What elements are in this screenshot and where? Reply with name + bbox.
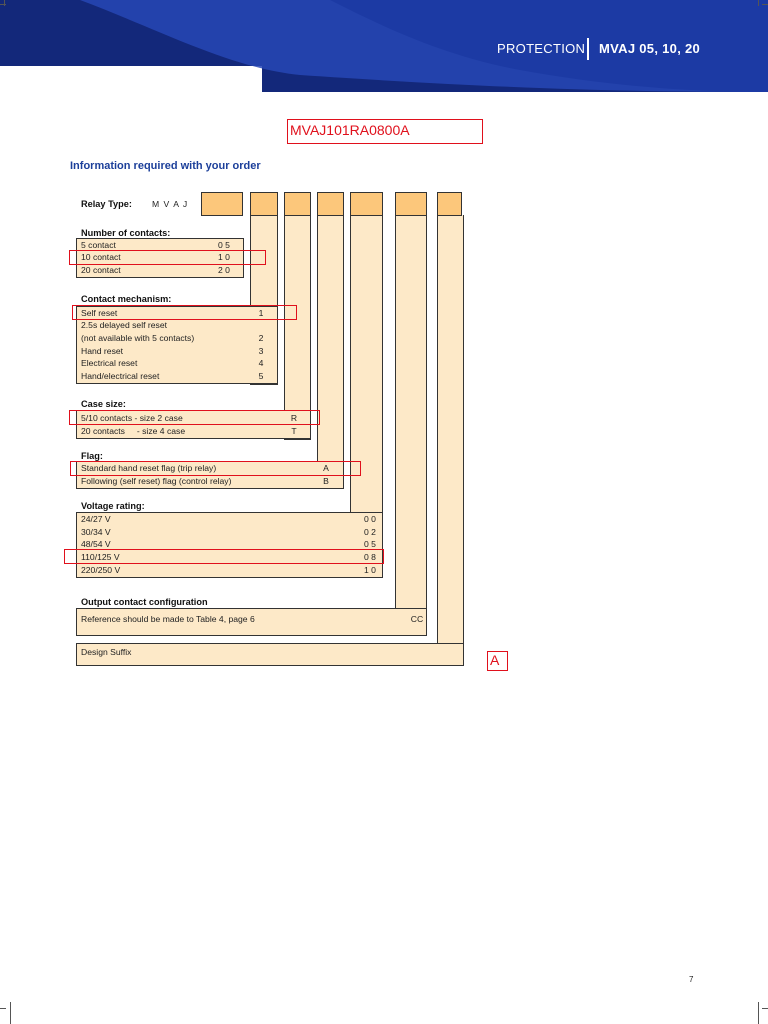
relay-type-label: Relay Type:: [81, 199, 132, 209]
case-item-label: 20 contacts - size 4 case: [81, 426, 186, 436]
highlight-flag: [70, 461, 361, 476]
section-title: Information required with your order: [70, 160, 261, 172]
mechanism-item-code: 4: [258, 358, 264, 368]
header-divider: [587, 38, 589, 60]
mechanism-item-code: 1: [258, 308, 264, 318]
suffix-label: Design Suffix: [81, 647, 132, 657]
suffix-box: [76, 643, 464, 666]
code-slot-voltage: [350, 192, 383, 216]
crop-mark: [4, 0, 5, 6]
contacts-item-label: 10 contact: [81, 252, 121, 262]
code-slot-output: [395, 192, 427, 216]
order-code-text: MVAJ101RA0800A: [290, 122, 410, 138]
highlight-mechanism: [72, 305, 297, 320]
highlight-voltage: [64, 549, 384, 564]
relay-type-value: M V A J: [152, 199, 189, 209]
code-slot-flag: [317, 192, 344, 216]
code-slot-case: [284, 192, 311, 216]
flag-item-label: Following (self reset) flag (control rel…: [81, 476, 232, 486]
flag-item-code: A: [323, 463, 329, 473]
contacts-box: [76, 238, 244, 278]
header-product: MVAJ 05, 10, 20: [599, 41, 701, 56]
column-flag: [317, 215, 344, 489]
crop-mark: [762, 4, 768, 5]
output-box: [76, 608, 427, 636]
crop-mark: [0, 4, 6, 5]
voltage-item-label: 220/250 V: [81, 565, 121, 575]
suffix-annotation-text: A: [490, 652, 500, 668]
crop-mark: [758, 1002, 759, 1024]
flag-heading: Flag:: [81, 451, 103, 461]
voltage-item-label: 110/125 V: [81, 552, 120, 562]
highlight-contacts: [69, 250, 266, 265]
code-slot-suffix: [437, 192, 462, 216]
voltage-box: [76, 512, 383, 578]
crop-mark: [10, 1002, 11, 1024]
mechanism-item-label: Hand/electrical reset: [81, 371, 160, 381]
output-heading: Output contact configuration: [81, 597, 208, 607]
voltage-item-code: 0 2: [364, 527, 376, 537]
flag-item-label: Standard hand reset flag (trip relay): [81, 463, 217, 473]
mechanism-item-code: 2: [258, 333, 264, 343]
voltage-item-label: 30/34 V: [81, 527, 111, 537]
output-text: Reference should be made to Table 4, pag…: [81, 614, 255, 624]
page-number: 7: [689, 975, 694, 984]
case-item-code: T: [291, 426, 297, 436]
voltage-item-code: 0 0: [364, 514, 376, 524]
case-item-label: 5/10 contacts - size 2 case: [81, 413, 183, 423]
contacts-heading: Number of contacts:: [81, 228, 171, 238]
case-heading: Case size:: [81, 399, 126, 409]
mechanism-item-code: 5: [258, 371, 264, 381]
voltage-item-label: 48/54 V: [81, 539, 111, 549]
column-case: [284, 215, 311, 440]
contacts-item-code: 2 0: [218, 265, 230, 275]
mechanism-item-code: 3: [258, 346, 264, 356]
flag-item-code: B: [323, 476, 329, 486]
code-slot-contacts: [201, 192, 243, 216]
order-code-annotation: MVAJ101RA0800A: [287, 119, 483, 144]
column-suffix: [437, 215, 464, 666]
mechanism-item-label: 2.5s delayed self reset: [81, 320, 167, 330]
mechanism-item-label: Electrical reset: [81, 358, 138, 368]
contacts-item-code: 0 5: [218, 240, 230, 250]
contacts-item-label: 20 contact: [81, 265, 121, 275]
header-section: PROTECTION: [497, 41, 586, 56]
case-item-code: R: [290, 413, 298, 423]
voltage-item-code: 1 0: [364, 565, 376, 575]
contacts-item-code: 1 0: [218, 252, 230, 262]
crop-mark: [762, 1008, 768, 1009]
highlight-suffix: A: [487, 651, 508, 671]
crop-mark: [0, 1008, 6, 1009]
mechanism-item-label: Self reset: [81, 308, 118, 318]
code-slot-mechanism: [250, 192, 278, 216]
voltage-item-code: 0 8: [364, 552, 376, 562]
voltage-heading: Voltage rating:: [81, 501, 145, 511]
column-output: [395, 215, 427, 636]
header-banner: [0, 0, 768, 105]
output-code: CC: [410, 614, 424, 624]
highlight-case: [69, 410, 320, 425]
mechanism-item-label: Hand reset: [81, 346, 124, 356]
contacts-item-label: 5 contact: [81, 240, 116, 250]
voltage-item-code: 0 5: [364, 539, 376, 549]
crop-mark: [758, 0, 759, 6]
voltage-item-label: 24/27 V: [81, 514, 111, 524]
mechanism-item-label: (not available with 5 contacts): [81, 333, 195, 343]
mechanism-heading: Contact mechanism:: [81, 294, 172, 304]
